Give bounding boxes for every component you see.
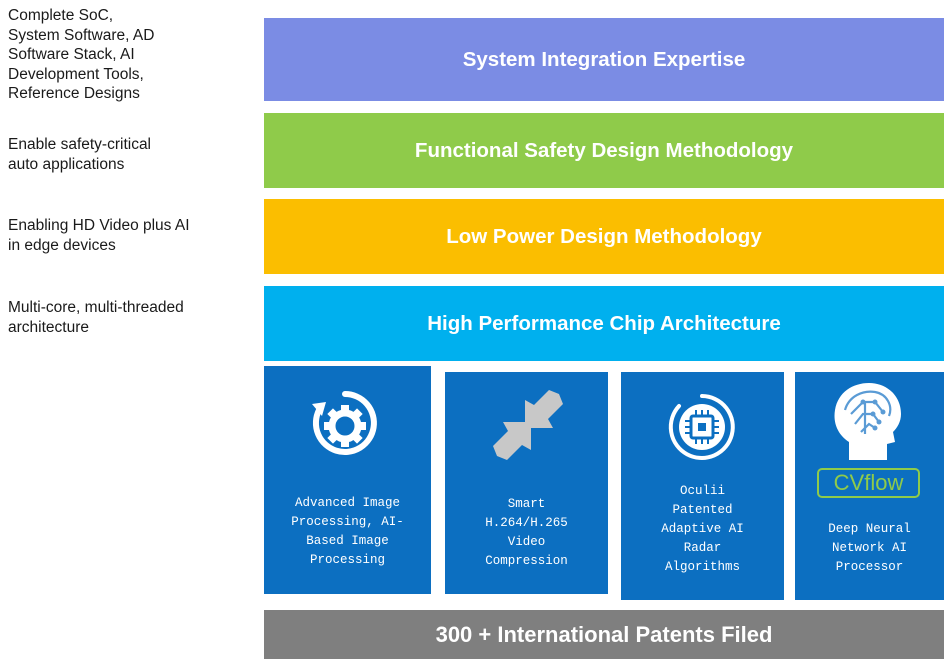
cvflow-logo: CVflow bbox=[817, 468, 920, 498]
tile-label: Advanced Image Processing, AI- Based Ima… bbox=[291, 496, 404, 567]
note-safety-critical: Enable safety-critical auto applications bbox=[8, 136, 152, 173]
tile-label: Oculii Patented Adaptive AI Radar Algori… bbox=[661, 484, 744, 574]
gear-refresh-icon bbox=[312, 391, 377, 455]
tile-video-compression: Smart H.264/H.265 Video Compression bbox=[445, 372, 608, 594]
layer-label: Low Power Design Methodology bbox=[446, 224, 762, 248]
layer-label: System Integration Expertise bbox=[462, 47, 746, 71]
layer-functional-safety: Functional Safety Design Methodology bbox=[264, 113, 944, 188]
tile-radar-algorithms: Oculii Patented Adaptive AI Radar Algori… bbox=[621, 372, 784, 600]
layer-chip-architecture: High Performance Chip Architecture bbox=[264, 286, 944, 361]
tile-neural-network: CVflow Deep Neural Network AI Processor bbox=[795, 372, 944, 600]
layer-label: Functional Safety Design Methodology bbox=[414, 138, 794, 162]
note-multi-core: Multi-core, multi-threaded architecture bbox=[8, 299, 184, 336]
compress-arrows-icon bbox=[493, 390, 563, 460]
layer-label: High Performance Chip Architecture bbox=[427, 311, 781, 335]
chip-radar-icon bbox=[668, 394, 735, 460]
note-hd-video-ai: Enabling HD Video plus AI in edge device… bbox=[8, 217, 190, 254]
patents-label: 300 + International Patents Filed bbox=[435, 621, 773, 647]
cvflow-text: CVflow bbox=[833, 470, 904, 495]
layer-low-power: Low Power Design Methodology bbox=[264, 199, 944, 274]
patents-banner: 300 + International Patents Filed bbox=[264, 610, 944, 659]
note-system-software: Complete SoC, System Software, AD Softwa… bbox=[8, 7, 155, 102]
brain-head-icon bbox=[834, 383, 901, 460]
tile-image-processing: Advanced Image Processing, AI- Based Ima… bbox=[264, 366, 431, 594]
layer-system-integration: System Integration Expertise bbox=[264, 18, 944, 101]
tile-label: Smart H.264/H.265 Video Compression bbox=[485, 497, 568, 568]
tile-label: Deep Neural Network AI Processor bbox=[828, 522, 911, 574]
